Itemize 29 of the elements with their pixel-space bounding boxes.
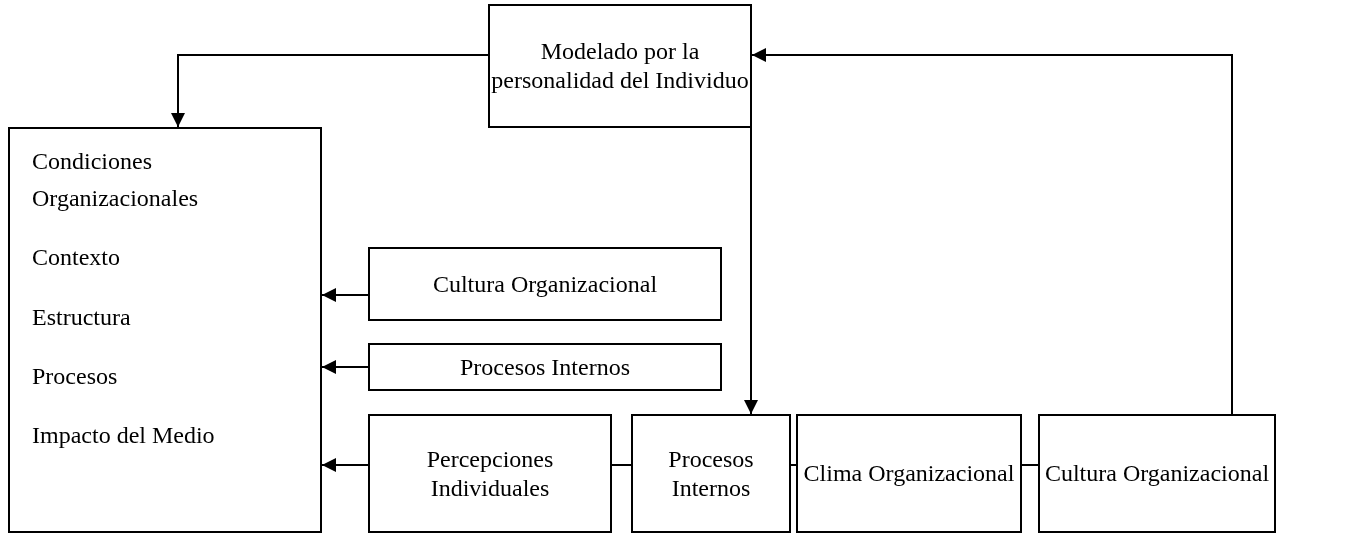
- connector-line: [790, 464, 797, 466]
- box-label: Modelado por la personalidad del Individuo: [490, 37, 750, 95]
- arrow: [744, 127, 758, 415]
- box-label: Contexto: [32, 243, 120, 273]
- connector-line: [611, 464, 632, 466]
- connector-line: [1021, 464, 1039, 466]
- box-label: Procesos Internos: [667, 444, 755, 503]
- box-label: Procesos: [32, 361, 118, 391]
- process-box: [488, 4, 752, 128]
- box-label: Condiciones Organizacionales: [32, 147, 200, 214]
- box-label: Estructura: [32, 302, 131, 332]
- arrow: [751, 48, 1233, 415]
- arrow: [321, 360, 369, 374]
- box-label: Clima Organizacional: [803, 459, 1015, 488]
- process-box: [368, 247, 722, 321]
- process-box: [368, 414, 612, 533]
- box-label: Cultura Organizacional: [432, 269, 658, 299]
- box-label: Impacto del Medio: [32, 420, 215, 450]
- box-label: Procesos Internos: [460, 352, 630, 382]
- box-label: Percepciones Individuales: [425, 444, 555, 503]
- process-box: [8, 127, 322, 533]
- process-box: [368, 343, 722, 391]
- arrow: [321, 458, 369, 472]
- arrow: [171, 54, 489, 128]
- arrow: [321, 288, 369, 302]
- process-box: [796, 414, 1022, 533]
- process-box: [1038, 414, 1276, 533]
- process-box: [631, 414, 791, 533]
- box-label: Cultura Organizacional: [1044, 459, 1270, 488]
